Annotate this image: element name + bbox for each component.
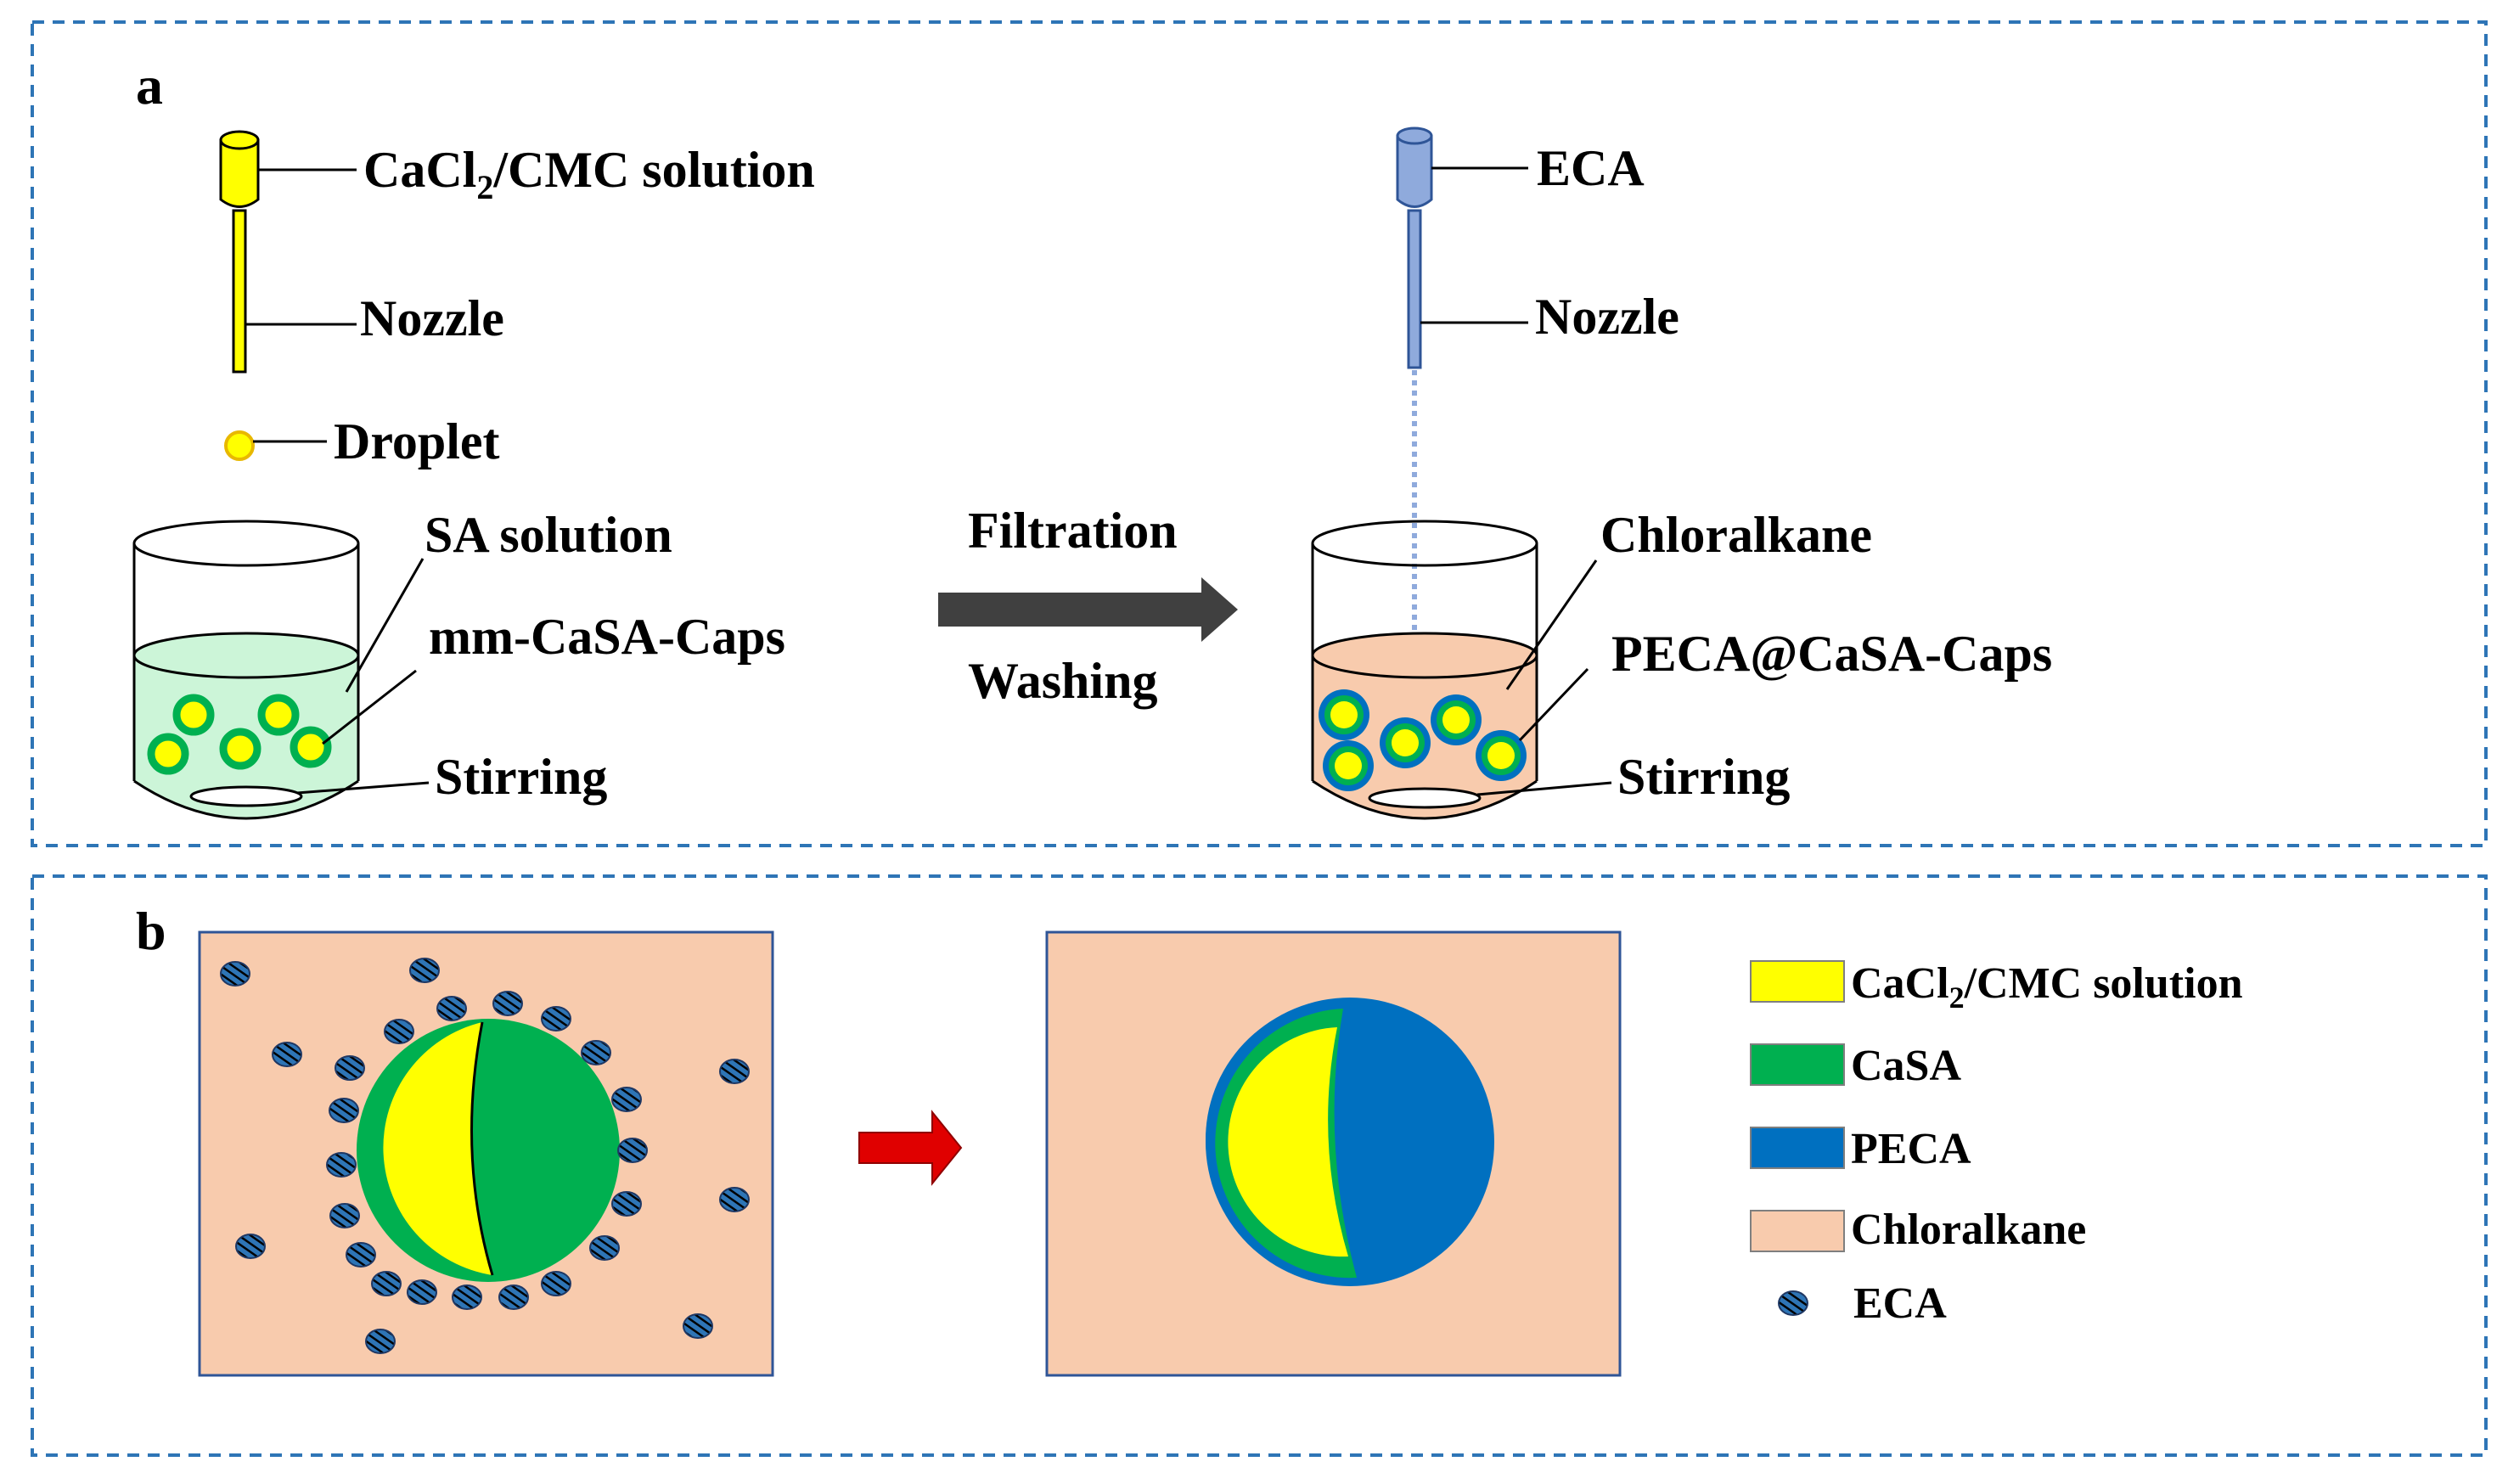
legend-item-eca: ECA — [1778, 1279, 1947, 1328]
left-beaker — [132, 520, 360, 820]
before-state — [198, 930, 774, 1377]
svg-text:CaSA: CaSA — [1851, 1042, 1961, 1090]
filtration-label: Filtration — [968, 503, 1178, 559]
legend: CaCl2/CMC solution CaSA PECA Chloralkane… — [1750, 959, 2243, 1328]
right-beaker — [1311, 520, 1538, 820]
right-nozzle-label: Nozzle — [1535, 289, 1679, 345]
panel-a-border — [31, 20, 2488, 847]
legend-item-blue: PECA — [1750, 1125, 1971, 1173]
svg-text:ECA: ECA — [1853, 1279, 1947, 1328]
washing-label: Washing — [968, 653, 1157, 709]
droplet-label: Droplet — [334, 413, 500, 469]
left-syringe-label: CaCl2/CMC solution — [363, 142, 815, 206]
legend-item-peach: Chloralkane — [1750, 1206, 2086, 1254]
legend-item-green: CaSA — [1750, 1042, 1961, 1090]
left-stirring-label: Stirring — [435, 749, 607, 805]
process-step: Filtration Washing — [938, 503, 1238, 709]
droplet — [224, 430, 255, 461]
left-stir-bar — [189, 785, 303, 807]
yellow-syringe — [219, 130, 260, 374]
svg-text:Chloralkane: Chloralkane — [1851, 1206, 2086, 1254]
right-setup: ECA Nozzle Chloralkane PECA@CaS — [1311, 126, 2052, 820]
blue-syringe — [1396, 126, 1433, 369]
panel-a-letter: a — [136, 55, 163, 115]
left-capsule-label: mm-CaSA-Caps — [429, 609, 785, 665]
svg-text:PECA: PECA — [1851, 1125, 1971, 1173]
process-arrow — [938, 577, 1238, 642]
legend-item-yellow: CaCl2/CMC solution — [1750, 959, 2243, 1015]
transform-arrow — [858, 1110, 963, 1186]
right-stir-bar — [1368, 787, 1482, 809]
left-setup: CaCl2/CMC solution Nozzle Droplet SA sol… — [132, 130, 815, 820]
right-solution-label: Chloralkane — [1600, 507, 1872, 563]
panel-b-border — [31, 874, 2488, 1457]
after-state — [1045, 930, 1622, 1377]
left-solution-label: SA solution — [425, 507, 672, 563]
svg-text:CaCl2/CMC solution: CaCl2/CMC solution — [1851, 959, 2243, 1015]
left-nozzle-label: Nozzle — [360, 290, 504, 346]
right-stirring-label: Stirring — [1617, 749, 1790, 805]
right-syringe-label: ECA — [1537, 140, 1645, 196]
panel-b-letter: b — [136, 901, 166, 961]
eca-molecules — [220, 958, 750, 1354]
right-capsule-label: PECA@CaSA-Caps — [1611, 626, 2052, 682]
